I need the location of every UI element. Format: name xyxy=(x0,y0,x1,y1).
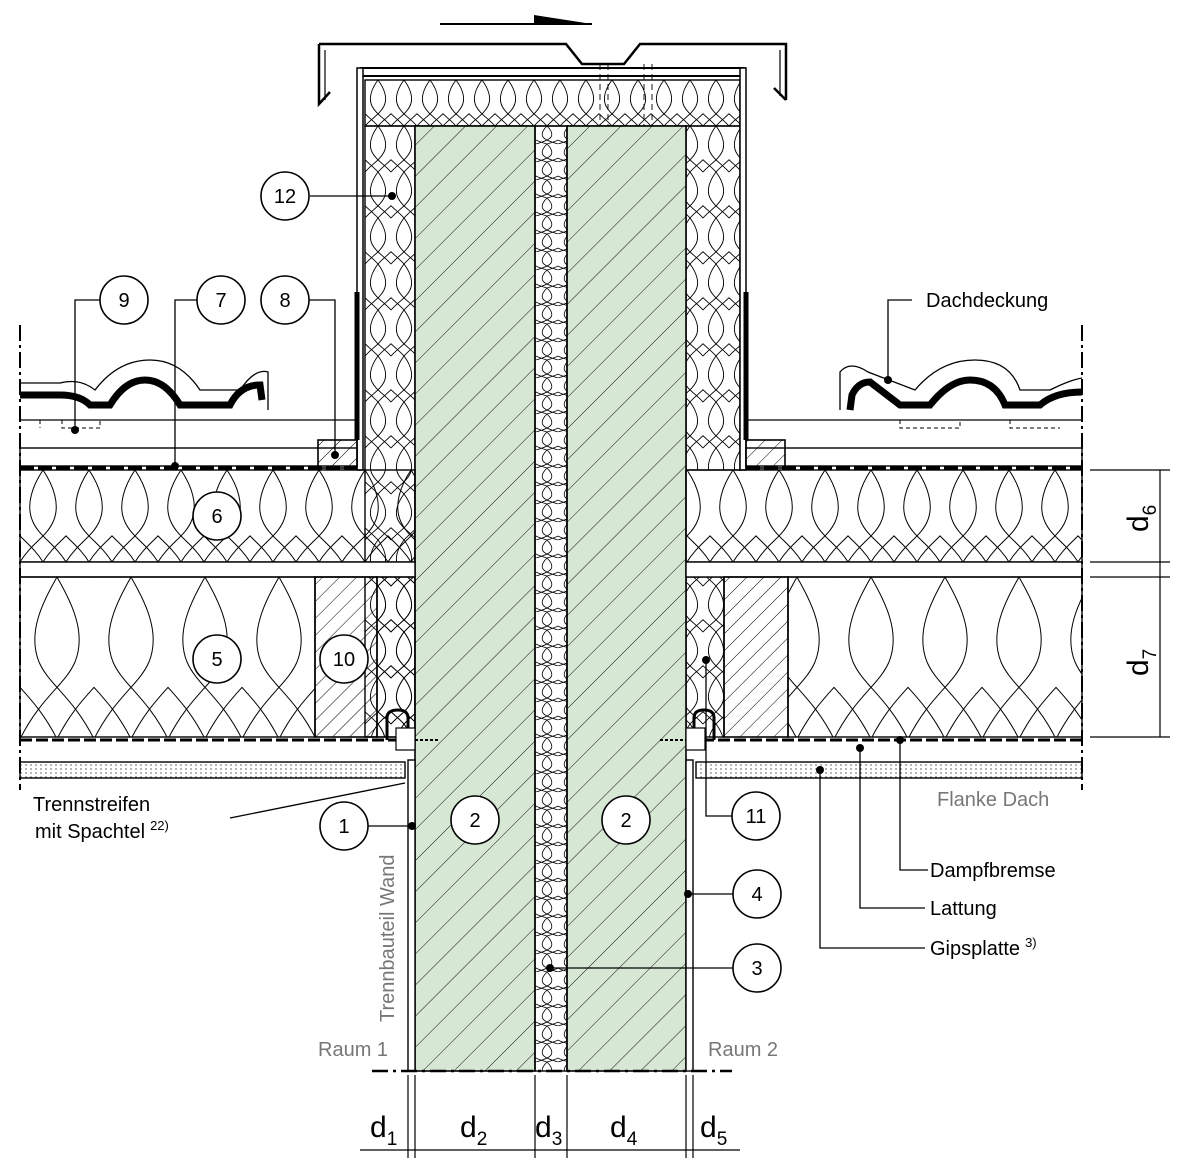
dim-label-d1: d1 xyxy=(370,1111,397,1150)
label-raum-1: Raum 1 xyxy=(318,1039,388,1061)
callout-8: 8 xyxy=(260,275,310,325)
callout-12: 12 xyxy=(260,171,310,221)
ceiling-connection xyxy=(385,708,716,751)
callout-10-label: 10 xyxy=(333,649,355,671)
callout-2-left-label: 2 xyxy=(469,810,480,832)
callout-10: 10 xyxy=(319,634,369,684)
callout-3: 3 xyxy=(732,943,782,993)
callout-2-right: 2 xyxy=(601,795,651,845)
callout-11: 11 xyxy=(731,791,781,841)
dim-label-d4: d4 xyxy=(610,1111,638,1150)
label-dampfbremse: Dampfbremse xyxy=(930,860,1056,882)
callout-1-label: 1 xyxy=(338,816,349,838)
separating-wall xyxy=(407,125,694,1072)
callout-2-left: 2 xyxy=(450,795,500,845)
label-flanke-dach: Flanke Dach xyxy=(937,789,1049,811)
roof-left xyxy=(19,292,416,790)
callout-7-label: 7 xyxy=(215,290,226,312)
callout-5: 5 xyxy=(192,634,242,684)
callout-8-label: 8 xyxy=(279,290,290,312)
roof-right xyxy=(685,292,1083,790)
dim-label-d5: d5 xyxy=(700,1111,727,1150)
callout-9: 9 xyxy=(99,275,149,325)
label-trennbauteil-wand: Trennbauteil Wand xyxy=(377,855,399,1023)
callout-11-label: 11 xyxy=(746,806,767,828)
chimney-cap xyxy=(317,42,788,471)
direction-arrow xyxy=(440,15,592,25)
dim-label-d6: d6 xyxy=(1122,505,1161,532)
callout-5-label: 5 xyxy=(211,649,222,671)
label-raum-2: Raum 2 xyxy=(708,1039,778,1061)
leader-lines xyxy=(74,195,928,969)
callout-3-label: 3 xyxy=(751,958,762,980)
label-trennstreifen: Trennstreifen xyxy=(33,794,150,816)
dim-label-d7: d7 xyxy=(1122,649,1161,676)
dimension-lines xyxy=(360,469,1170,1158)
label-dachdeckung: Dachdeckung xyxy=(926,290,1048,312)
callout-4-label: 4 xyxy=(751,884,762,906)
callout-1: 1 xyxy=(319,801,369,851)
callout-7: 7 xyxy=(196,275,246,325)
dim-label-d2: d2 xyxy=(460,1111,487,1150)
dim-label-d3: d3 xyxy=(535,1111,562,1150)
callout-6-label: 6 xyxy=(211,506,222,528)
callout-4: 4 xyxy=(732,869,782,919)
label-lattung: Lattung xyxy=(930,898,997,920)
leader-dots xyxy=(71,192,904,972)
callout-12-label: 12 xyxy=(274,186,296,208)
callout-9-label: 9 xyxy=(118,290,129,312)
callout-2-right-label: 2 xyxy=(620,810,631,832)
callout-6: 6 xyxy=(192,491,242,541)
